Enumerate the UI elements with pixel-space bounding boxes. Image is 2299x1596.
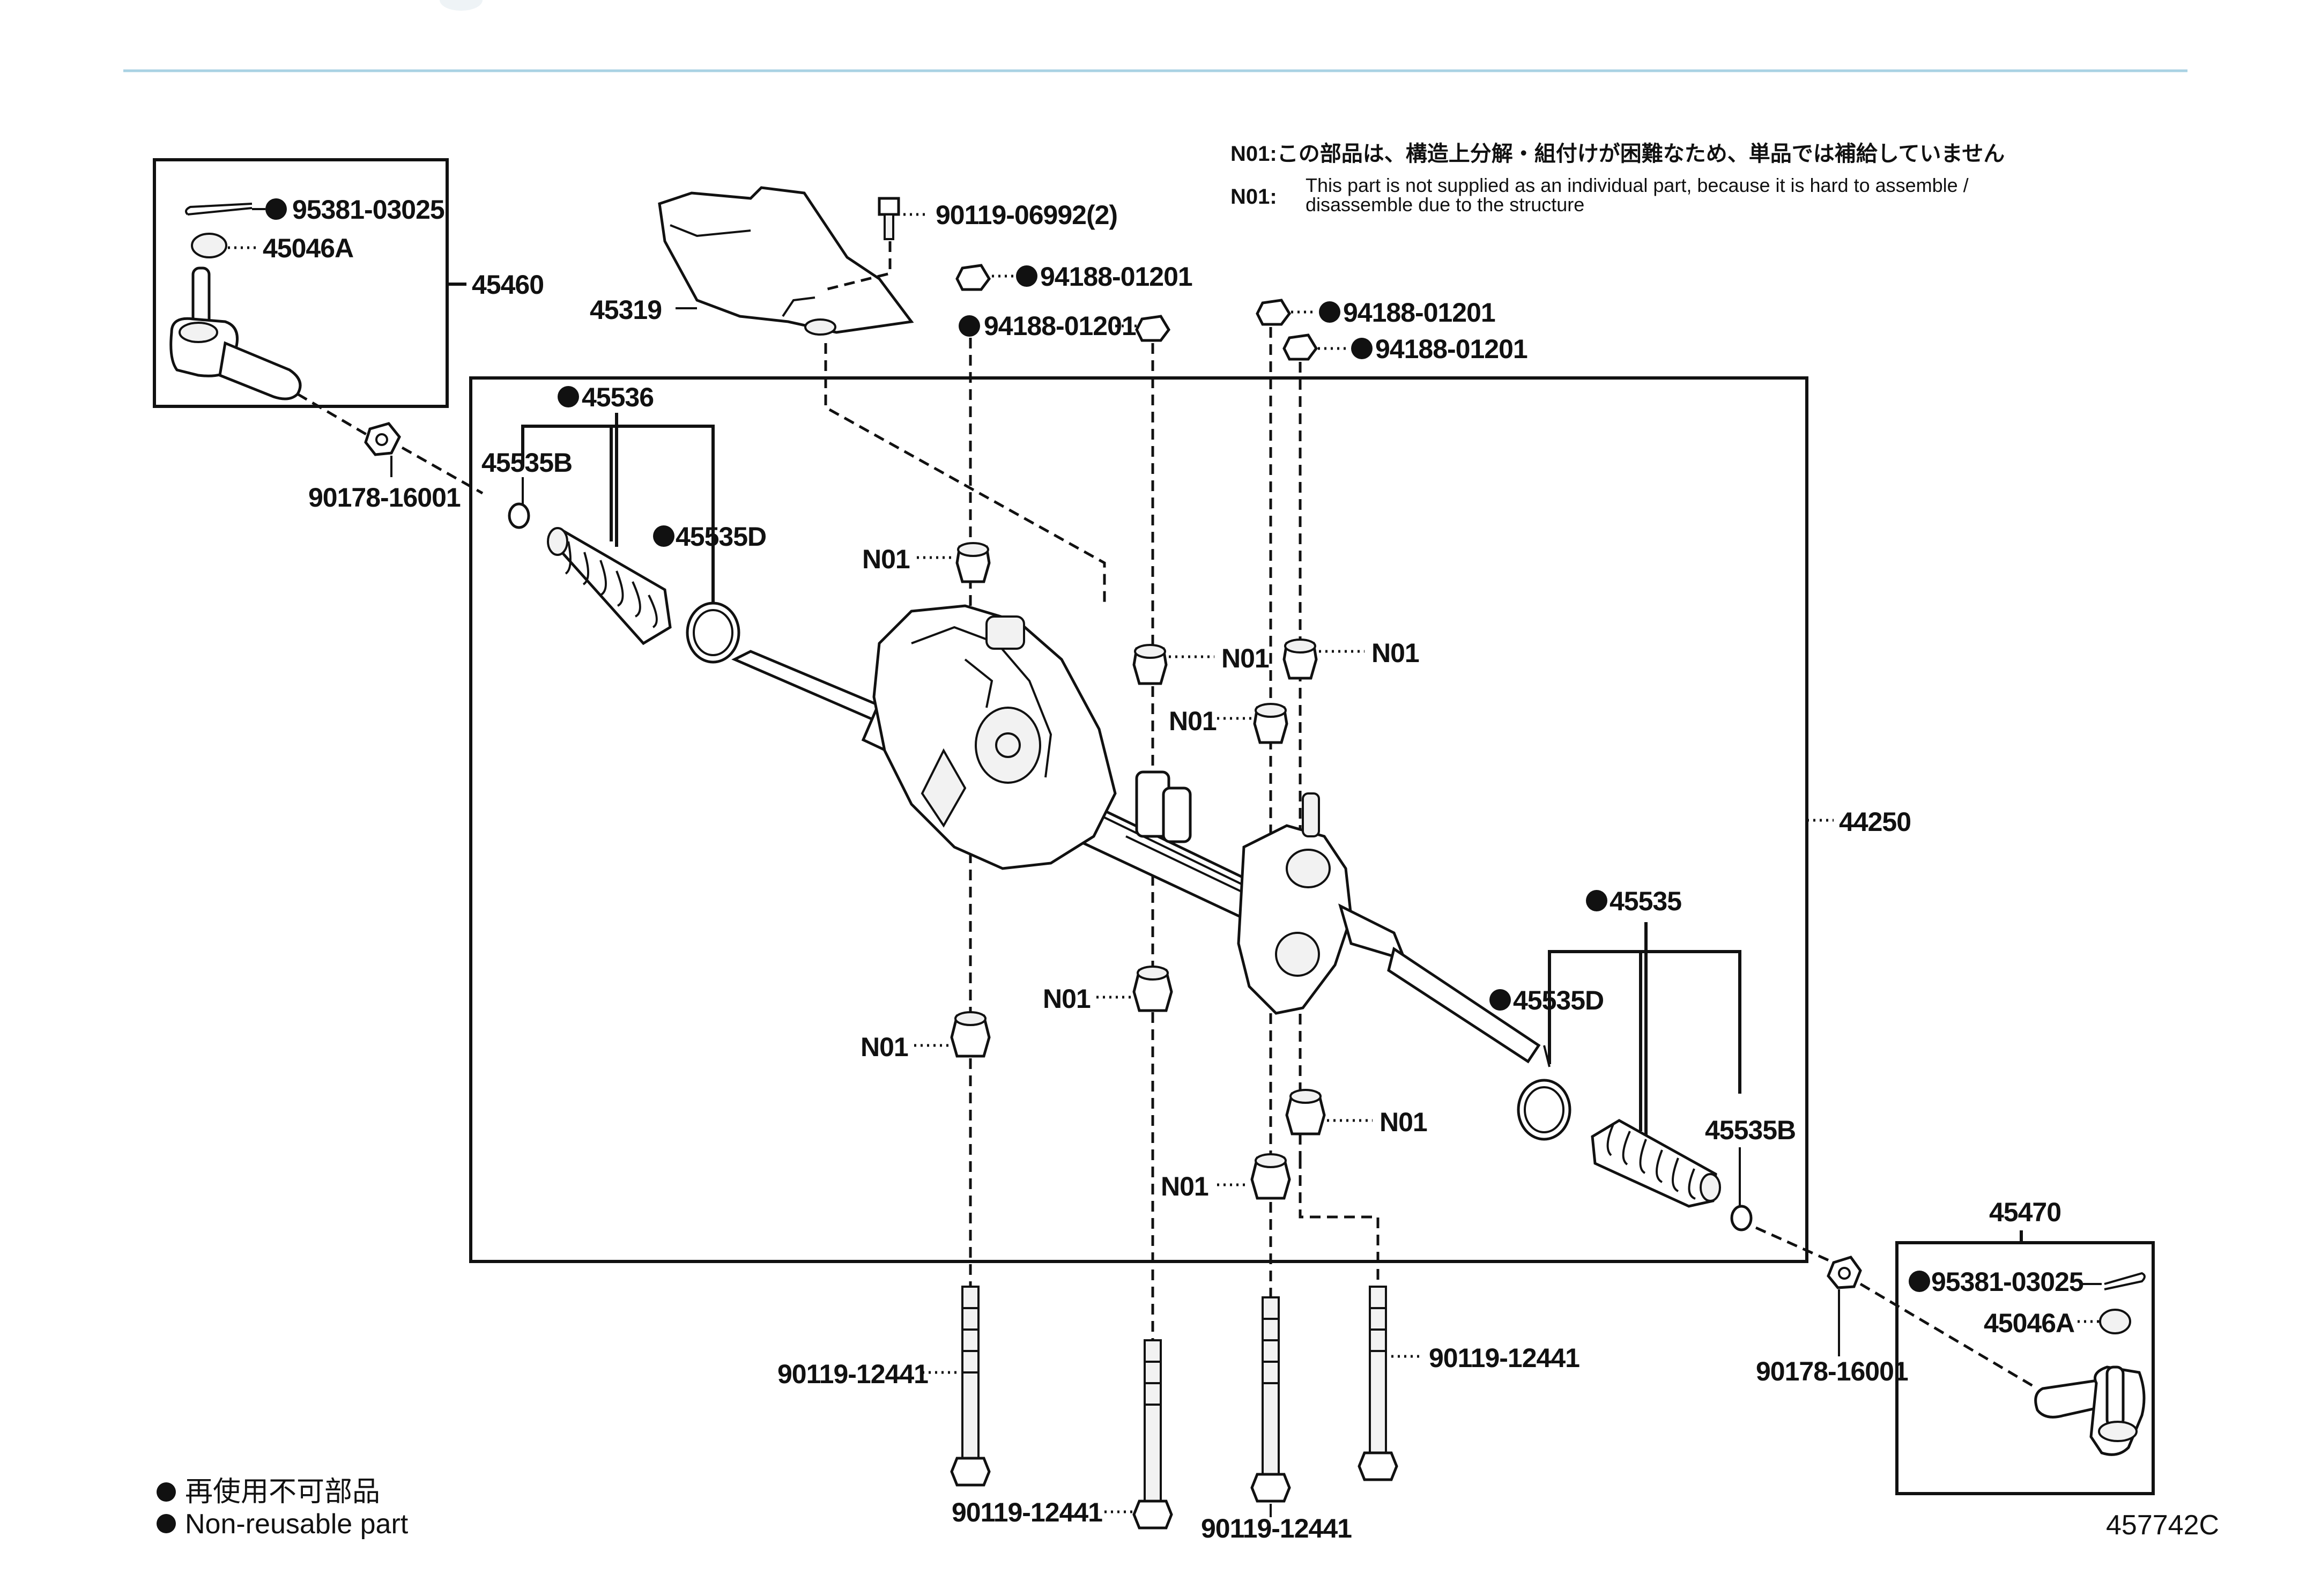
boot-right-icon <box>1591 1119 1721 1208</box>
part-90119-12441-d: 90119-12441 <box>1429 1343 1579 1373</box>
tie-rod-end-right-box <box>1895 1241 2155 1495</box>
boot-clamp-left-icon <box>508 502 530 529</box>
part-94188-b: 94188-01201 <box>984 311 1136 341</box>
legend-dot-jp <box>157 1482 176 1502</box>
part-44250: 44250 <box>1839 807 1911 837</box>
part-90119-06992: 90119-06992(2) <box>936 200 1117 230</box>
part-45535D-right: 45535D <box>1513 985 1604 1015</box>
flange-nut-b-icon <box>1135 315 1171 342</box>
figure-id: 457742C <box>2106 1510 2219 1541</box>
n01-label-5: N01 <box>1043 984 1091 1014</box>
part-45046A-right: 45046A <box>1984 1308 2074 1338</box>
legend-en: Non-reusable part <box>185 1509 409 1540</box>
n01-note-en-line2: disassemble due to the structure <box>1306 194 1584 216</box>
top-marker <box>440 0 483 11</box>
part-45535B-left: 45535B <box>481 448 572 478</box>
bushing-4-icon <box>1253 703 1288 744</box>
bolt-long-a-icon <box>950 1286 991 1487</box>
lock-nut-left-icon <box>364 422 401 456</box>
n01-note-jp: N01:この部品は、構造上分解・組付けが困難なため、単品では補給していません <box>1230 142 2005 166</box>
legend-jp: 再使用不可部品 <box>185 1476 380 1508</box>
legend-dot-en <box>157 1514 176 1533</box>
n01-label-1: N01 <box>862 544 910 574</box>
part-45535B-right: 45535B <box>1705 1115 1796 1145</box>
flange-nut-a-icon <box>955 264 991 291</box>
flange-nut-c-icon <box>1256 299 1292 326</box>
part-90178-right: 90178-16001 <box>1756 1356 1908 1386</box>
bushing-7-icon <box>1285 1089 1326 1135</box>
bushing-3-icon <box>1282 639 1318 680</box>
part-90119-12441-a: 90119-12441 <box>777 1359 928 1389</box>
bolt-small-icon <box>878 197 900 240</box>
n01-label-7: N01 <box>1380 1107 1427 1137</box>
n01-label-4: N01 <box>1169 706 1217 736</box>
part-45535: 45535 <box>1610 886 1681 916</box>
n01-label-3: N01 <box>1371 638 1419 668</box>
part-95381-left: 95381-03025 <box>292 195 444 225</box>
bushing-5-icon <box>1132 966 1173 1012</box>
bushing-2-icon <box>1132 644 1168 685</box>
part-90119-12441-c: 90119-12441 <box>1201 1513 1352 1543</box>
part-45535D-left: 45535D <box>676 522 766 552</box>
bushing-1-icon <box>955 542 991 583</box>
boot-ring-left-icon <box>686 602 740 664</box>
dust-cover-icon <box>658 186 914 336</box>
bolt-long-b-icon <box>1132 1339 1173 1530</box>
castle-nut-left-icon <box>191 233 227 258</box>
boot-ring-right-icon <box>1517 1079 1571 1141</box>
bushing-6-icon <box>950 1011 991 1058</box>
part-45536: 45536 <box>582 382 654 412</box>
boot-left-icon <box>547 527 672 645</box>
bushing-8-icon <box>1250 1153 1291 1200</box>
cotter-pin-right-icon <box>2104 1272 2146 1290</box>
n01-note-en-label: N01: <box>1230 185 1277 209</box>
n01-label-6: N01 <box>861 1032 908 1062</box>
steering-rack-icon <box>731 604 1551 1067</box>
boot-clamp-right-icon <box>1730 1205 1753 1231</box>
part-94188-c: 94188-01201 <box>1343 298 1495 328</box>
part-45460: 45460 <box>472 270 544 300</box>
flange-nut-d-icon <box>1282 333 1318 361</box>
tie-rod-end-left-icon <box>169 266 302 400</box>
lock-nut-right-icon <box>1827 1256 1862 1289</box>
part-45470: 45470 <box>1989 1197 2061 1227</box>
part-45046A-left: 45046A <box>263 233 353 263</box>
n01-label-8: N01 <box>1161 1171 1208 1201</box>
bolt-long-d-icon <box>1358 1286 1398 1481</box>
n01-label-2: N01 <box>1221 643 1269 673</box>
cotter-pin-left-icon <box>184 203 253 216</box>
part-45319: 45319 <box>590 295 662 325</box>
non-reusable-dot <box>265 198 287 220</box>
part-90178-left: 90178-16001 <box>308 482 461 513</box>
n01-note-en-line1: This part is not supplied as an individu… <box>1306 174 1969 196</box>
part-94188-a: 94188-01201 <box>1040 262 1192 292</box>
castle-nut-right-icon <box>2099 1309 2131 1334</box>
part-90119-12441-b: 90119-12441 <box>952 1497 1102 1527</box>
bolt-long-c-icon <box>1250 1296 1291 1503</box>
part-95381-right: 95381-03025 <box>1931 1267 2083 1297</box>
tie-rod-end-right-icon <box>2034 1365 2146 1456</box>
part-94188-d: 94188-01201 <box>1375 334 1527 364</box>
